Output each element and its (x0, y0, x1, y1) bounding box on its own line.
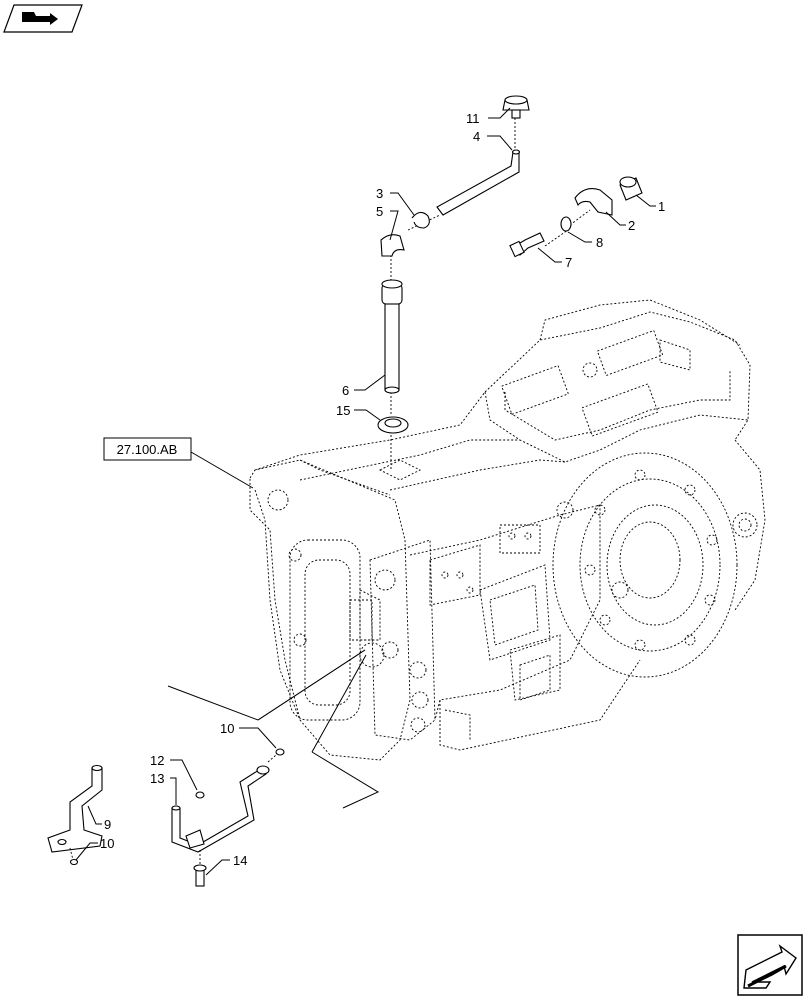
bracket-pipe-9 (47, 764, 103, 866)
transmission-housing (249, 299, 766, 761)
washer (560, 216, 572, 232)
hose-clip (411, 211, 430, 229)
label-11: 11 (466, 111, 480, 126)
label-5: 5 (376, 204, 383, 219)
label-12: 12 (150, 753, 164, 768)
next-page-arrow-icon[interactable] (737, 934, 803, 996)
reference-27-100-ab[interactable]: 27.100.AB (103, 437, 254, 489)
clamp-bracket (574, 188, 613, 216)
label-14: 14 (233, 853, 247, 868)
oil-pipe (171, 767, 267, 853)
label-8: 8 (596, 235, 603, 250)
label-6: 6 (342, 383, 349, 398)
bolt (509, 232, 545, 258)
detail-callout (167, 649, 380, 809)
label-2: 2 (628, 218, 635, 233)
label-10-upper: 10 (220, 721, 234, 736)
breather-cap (502, 95, 530, 119)
label-4: 4 (473, 129, 480, 144)
label-7: 7 (565, 255, 572, 270)
grommet (377, 416, 409, 434)
breather-assembly (377, 95, 643, 470)
label-3: 3 (376, 186, 383, 201)
elbow-fitting (380, 234, 405, 257)
reference-label: 27.100.AB (117, 442, 178, 457)
oil-pipe-assembly (171, 748, 285, 887)
vertical-pipe (381, 279, 403, 394)
label-1: 1 (658, 199, 665, 214)
label-13: 13 (150, 771, 164, 786)
label-9: 9 (104, 817, 111, 832)
breather-tube (436, 149, 521, 216)
label-10-lower: 10 (100, 836, 114, 851)
book-arrow-icon[interactable] (3, 4, 83, 33)
label-15: 15 (336, 403, 350, 418)
sleeve (619, 176, 643, 201)
part-labels: 1 2 3 4 5 6 7 8 9 10 10 11 12 (75, 107, 665, 876)
